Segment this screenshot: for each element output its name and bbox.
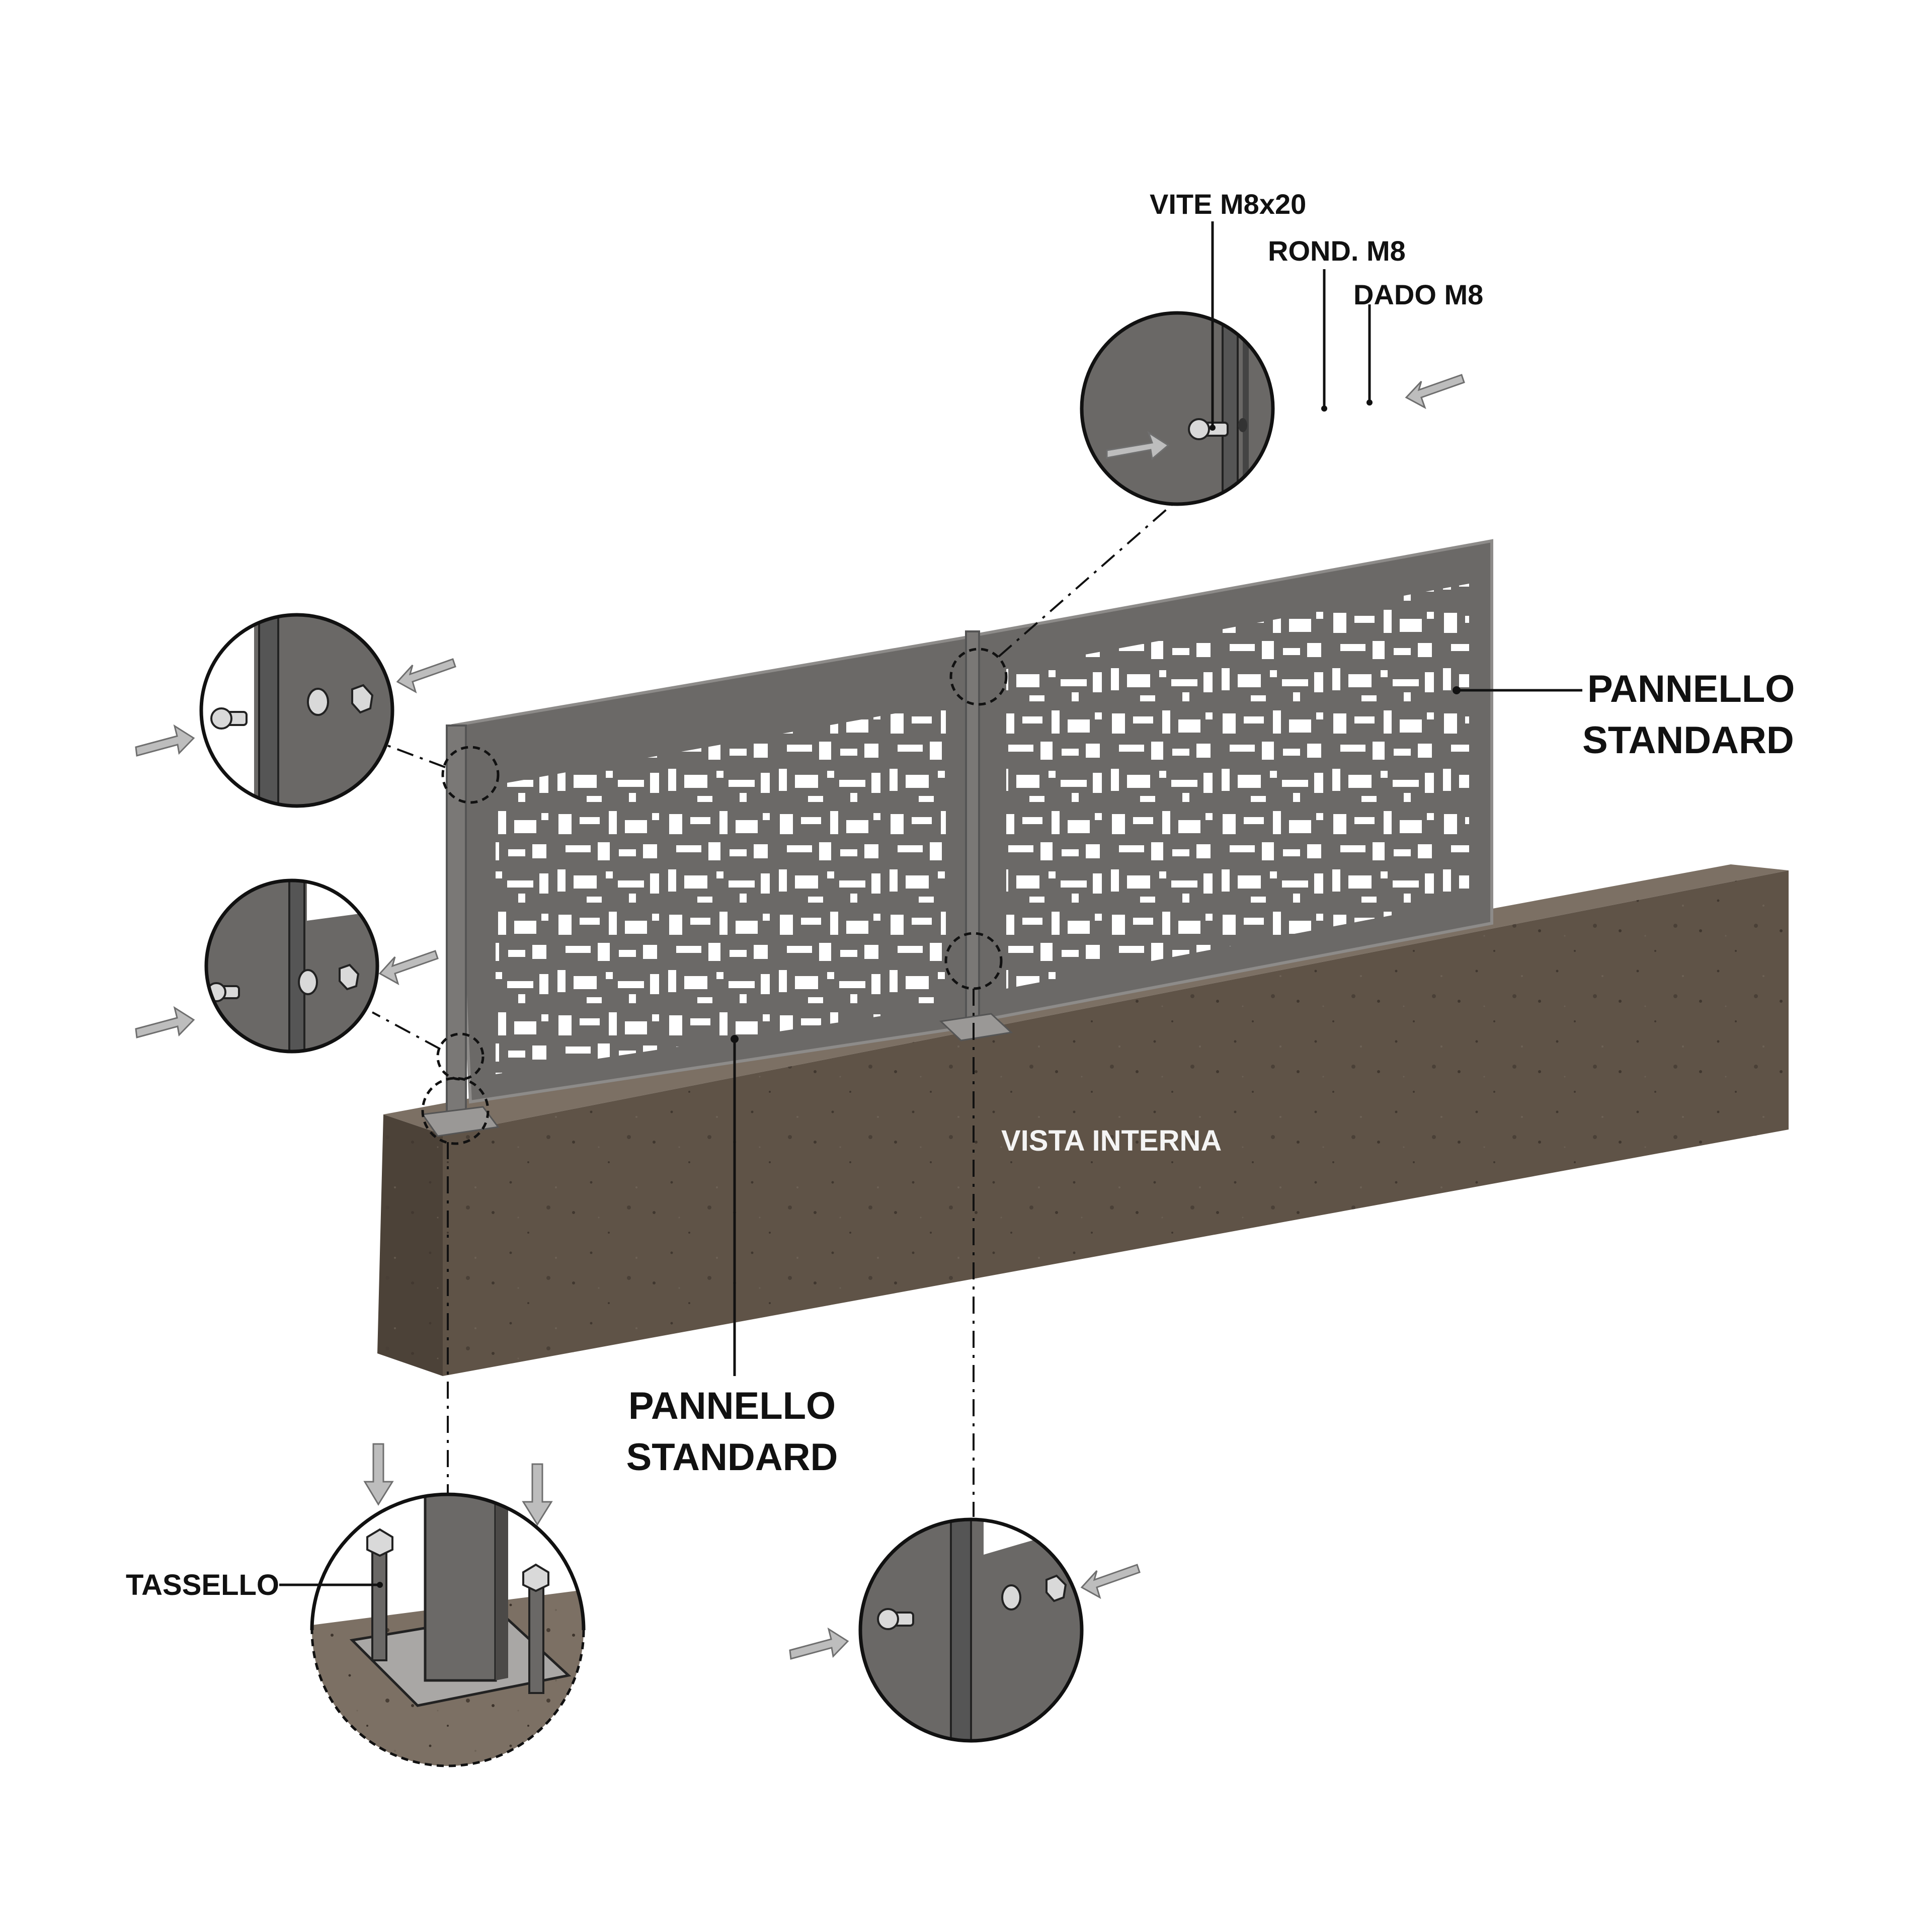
arrow-right-lower-left	[135, 1006, 195, 1038]
detail-ring-base-open	[310, 1630, 585, 1767]
label-panel-right-line1: PANNELLO	[1587, 668, 1795, 710]
panel-leaders	[731, 686, 1582, 1376]
detail-ring-base	[310, 1492, 586, 1631]
arrow-left-bottom-middle	[1080, 1564, 1141, 1599]
detail-bolt-top	[1080, 221, 1465, 506]
label-wall-view: VISTA INTERNA	[1001, 1124, 1222, 1157]
label-panel-bottom-line2: STANDARD	[626, 1436, 838, 1479]
connector-top-left	[382, 743, 446, 768]
label-panel-right-line2: STANDARD	[1582, 719, 1794, 762]
panel-left-perforations	[496, 704, 946, 1074]
label-panel-bottom-line1: PANNELLO	[628, 1385, 836, 1427]
detail-ring-top	[1080, 311, 1275, 506]
label-anchor: TASSELLO	[126, 1569, 279, 1601]
wall-front-texture	[443, 870, 1789, 1376]
callout-bottom-left	[436, 1032, 485, 1081]
arrow-right-top	[1106, 431, 1170, 460]
label-screw: VITE M8x20	[1150, 188, 1306, 220]
connector-lines	[372, 477, 1203, 1517]
label-nut: DADO M8	[1353, 279, 1483, 310]
base-plate-left	[421, 1106, 500, 1137]
detail-ring-lower-left	[204, 878, 379, 1054]
panel-right-perforations	[1006, 584, 1469, 989]
connector-top-middle	[998, 477, 1203, 658]
arrow-left-top	[1405, 374, 1465, 410]
base-plate-middle	[939, 1013, 1013, 1041]
connector-bottom-left	[372, 1011, 441, 1050]
detail-bolt-lower-left	[135, 878, 439, 1054]
fence-panels	[421, 539, 1493, 1137]
callout-base-left	[421, 1077, 490, 1145]
arrow-down-left-anchor	[363, 1443, 394, 1506]
arrow-down-right-anchor	[522, 1463, 553, 1526]
detail-ring-upper-left	[199, 613, 394, 808]
post-middle	[965, 630, 980, 1030]
detail-ring-bottom-middle	[858, 1517, 1084, 1743]
callout-bottom-middle	[944, 932, 1003, 990]
detail-base-anchor	[279, 1443, 586, 1767]
detail-bolt-upper-left	[135, 613, 456, 808]
detail-bolt-bottom-middle	[789, 1517, 1141, 1743]
arrow-left-upper-left	[396, 658, 456, 694]
arrow-left-lower-left	[378, 950, 439, 986]
arrow-right-bottom-middle	[789, 1627, 849, 1660]
callout-markers	[421, 648, 1008, 1145]
callout-top-middle	[949, 648, 1008, 706]
post-left	[446, 725, 467, 1114]
wall-end-texture	[377, 1114, 443, 1376]
labels: VITE M8x20 ROND. M8 DADO M8 PANNELLO STA…	[126, 188, 1795, 1601]
arrow-right-upper-left	[135, 724, 195, 757]
callout-top-left	[441, 746, 500, 804]
label-washer: ROND. M8	[1268, 235, 1406, 267]
